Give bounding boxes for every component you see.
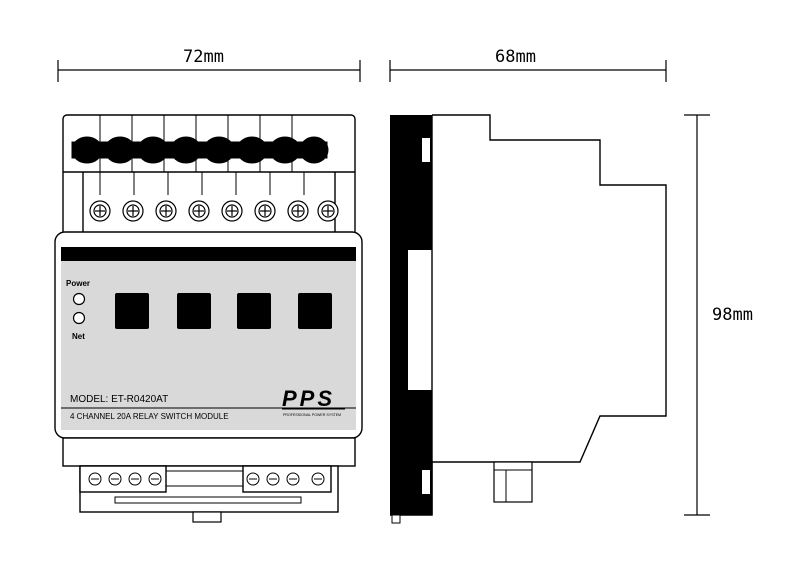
channel-4-button: [298, 293, 332, 329]
screw-icon: [128, 472, 142, 486]
height-dimension: [684, 114, 710, 516]
screw-icon: [266, 472, 280, 486]
screw-icon: [148, 472, 162, 486]
rail-slot-top: [422, 138, 430, 162]
side-latch: [493, 461, 533, 503]
height-label: 98mm: [712, 305, 753, 325]
screw-icon: [311, 472, 325, 486]
channel-2-button: [177, 293, 211, 329]
channel-1-button: [115, 293, 149, 329]
net-led-icon: [72, 311, 86, 325]
power-led-icon: [72, 292, 86, 306]
description-text: 4 CHANNEL 20A RELAY SWITCH MODULE: [70, 412, 229, 421]
rail-slot-bottom: [422, 470, 430, 494]
screw-icon: [286, 472, 300, 486]
channel-buttons: [115, 293, 332, 329]
screw-icon: [122, 200, 144, 222]
screw-icon: [246, 472, 260, 486]
top-screw-row: [89, 200, 339, 222]
screw-icon: [89, 200, 111, 222]
channel-3-button: [237, 293, 271, 329]
screw-icon: [254, 200, 276, 222]
side-view: [390, 114, 667, 524]
lower-body: [62, 437, 356, 523]
panel-top-stripe: [61, 247, 356, 261]
screw-icon: [88, 472, 102, 486]
din-clip: [192, 511, 222, 523]
screw-icon: [221, 200, 243, 222]
screw-icon: [287, 200, 309, 222]
screw-icon: [155, 200, 177, 222]
brand-logo: PPS: [282, 386, 335, 411]
screw-icon: [188, 200, 210, 222]
width-label: 72mm: [183, 47, 224, 67]
screw-icon: [317, 200, 339, 222]
power-label: Power: [66, 279, 90, 288]
depth-dimension: [389, 60, 667, 82]
cable-entry-row: [71, 136, 329, 164]
front-panel: [54, 231, 363, 439]
side-outline: [432, 114, 667, 463]
din-rail-back: [390, 115, 432, 272]
net-label: Net: [72, 332, 85, 341]
model-text: MODEL: ET-R0420AT: [70, 394, 168, 405]
width-dimension: [57, 60, 361, 82]
brand-tagline: PROFESSIONAL POWER SYSTEM: [283, 413, 341, 417]
depth-label: 68mm: [495, 47, 536, 67]
bottom-screw-row: [88, 472, 325, 486]
screw-icon: [108, 472, 122, 486]
